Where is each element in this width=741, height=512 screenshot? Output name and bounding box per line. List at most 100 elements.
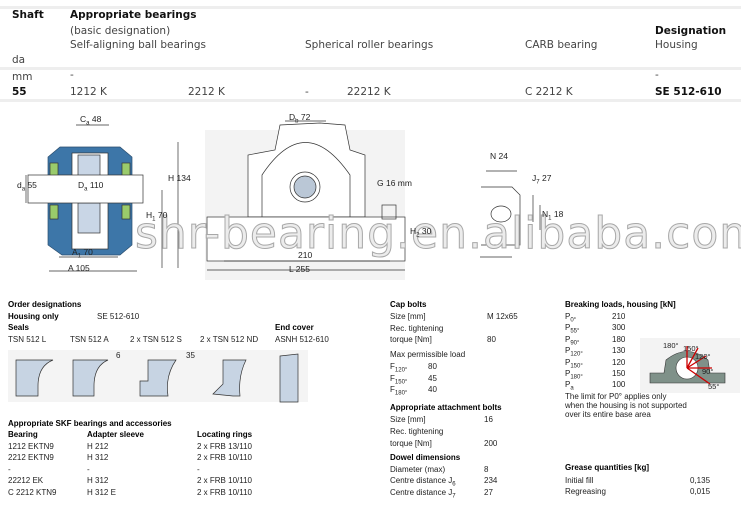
attach-size-label: Size [mm]: [390, 415, 426, 424]
sab2-value: 2212 K: [188, 86, 225, 98]
side-view-drawing: [480, 170, 541, 258]
locating-cell-text: 2 x FRB 10/110: [197, 487, 252, 497]
cap-size-value: M 12x65: [487, 312, 518, 321]
load-value-text: 40: [428, 385, 437, 395]
attach-torque-value: 200: [484, 439, 498, 448]
load-label-subscript: 180°: [394, 390, 408, 397]
adapter-cell: H 212: [87, 442, 108, 452]
breaking-value-text: 210: [612, 312, 626, 321]
end-cover-icon: [279, 353, 299, 403]
col-spherical: Spherical roller bearings: [305, 39, 434, 51]
end-cover-value: ASNH 512-610: [275, 335, 329, 344]
dim-A1-value: 70: [83, 247, 93, 257]
seal-3: 2 x TSN 512 S: [130, 335, 182, 344]
dim-N1: N1 18: [542, 209, 564, 222]
breaking-label-text: P: [565, 357, 571, 367]
dowel-value-text: 8: [484, 465, 489, 474]
dim-Db: Db 72: [289, 112, 311, 125]
dowel-label-text: Centre distance J: [390, 487, 453, 497]
dim-H2-value: 30: [421, 226, 432, 236]
end-cover-label: End cover: [275, 323, 314, 332]
seals-label: Seals: [8, 323, 29, 332]
breaking-label-subscript: a: [570, 385, 574, 392]
load-value: 40: [428, 385, 437, 395]
breaking-value: 300: [612, 323, 625, 333]
bearing-cell: 22212 EK: [8, 476, 43, 486]
load-label: F120°: [390, 362, 407, 376]
seal-dim-6: 6: [116, 351, 121, 360]
accessories-title: Appropriate SKF bearings and accessories: [8, 419, 172, 428]
dowel-label: Diameter (max): [390, 465, 445, 475]
seal-1: TSN 512 L: [8, 335, 47, 344]
dim-da-value: 55: [27, 180, 37, 190]
breaking-value-text: 180: [612, 334, 626, 344]
dim-Db-value: 72: [300, 112, 311, 122]
dash: -: [70, 69, 74, 81]
breaking-load-diagram: [640, 338, 740, 393]
bearing-cell: 1212 EKTN9: [8, 442, 54, 452]
dowel-label-subscript: 7: [452, 493, 456, 500]
dim-L-value: 255: [295, 264, 310, 274]
breaking-label-subscript: 120°: [570, 351, 583, 358]
dowel-label-subscript: 6: [452, 481, 456, 488]
breaking-label-text: P: [565, 369, 571, 378]
dim-G: G 16 mm: [377, 178, 412, 188]
breaking-value-text: 120: [612, 357, 626, 367]
adapter-cell: H 312: [87, 476, 108, 486]
angle-120: 120°: [695, 352, 711, 361]
load-label: F150°: [390, 374, 407, 388]
housing-value: SE 512-610: [655, 86, 722, 98]
order-title: Order designations: [8, 300, 82, 309]
seal-dim-35: 35: [186, 351, 195, 360]
note-line: over its entire base area: [565, 410, 651, 419]
seal-drawings: [8, 350, 308, 403]
breaking-value-text: 100: [612, 380, 626, 390]
col-bearing: Bearing: [8, 430, 38, 439]
dim-H: H 134: [168, 173, 191, 183]
breaking-value: 130: [612, 346, 625, 356]
bearing-cell-text: 2212 EKTN9: [8, 453, 54, 463]
breaking-label: P120°: [565, 346, 583, 360]
dash: -: [655, 69, 659, 81]
initial-fill-value: 0,135: [690, 476, 711, 485]
cap-bolts-title: Cap bolts: [390, 300, 427, 309]
bearing-cell-text: -: [8, 464, 11, 474]
housing-only-label: Housing only: [8, 312, 59, 321]
dim-da: da 55: [17, 180, 37, 193]
dim-A1: A1 70: [72, 247, 93, 260]
unit-mm: mm: [12, 71, 33, 83]
srb-value: 22212 K: [347, 86, 391, 98]
dim-Da: Da 110: [78, 180, 104, 193]
dim-H2: H2 30: [410, 226, 432, 239]
shaft-header: Shaft: [12, 9, 44, 21]
dim-J7: J7 27: [532, 173, 552, 186]
dim-H-value: 134: [176, 173, 191, 183]
dowel-label: Centre distance J7: [390, 488, 456, 502]
angle-180: 180°: [663, 341, 679, 350]
breaking-value: 210: [612, 312, 625, 322]
breaking-label: P180°: [565, 369, 583, 383]
dim-L: L 255: [289, 264, 310, 274]
locating-cell: 2 x FRB 10/110: [197, 488, 252, 498]
dim-N: N 24: [490, 151, 508, 161]
load-label-subscript: 120°: [394, 367, 408, 374]
dim-J: 210: [298, 250, 312, 260]
front-view-drawing: [205, 120, 406, 280]
breaking-label-text: P: [565, 380, 571, 390]
technical-drawing: [25, 120, 541, 280]
locating-cell: 2 x FRB 10/110: [197, 453, 252, 463]
col-locating: Locating rings: [197, 430, 253, 439]
breaking-title: Breaking loads, housing [kN]: [565, 300, 676, 309]
dowel-value-text: 234: [484, 476, 498, 486]
locating-cell: 2 x FRB 10/110: [197, 476, 252, 486]
note-line: when the housing is not supported: [565, 401, 687, 410]
load-label: F180°: [390, 385, 407, 399]
dowel-value: 27: [484, 488, 493, 498]
dim-H1-value: 70: [157, 210, 168, 220]
breaking-value: 120: [612, 358, 625, 368]
dowel-value: 8: [484, 465, 488, 475]
breaking-label-subscript: 180°: [570, 374, 583, 381]
bearing-cell: 2212 EKTN9: [8, 453, 54, 463]
dowel-title: Dowel dimensions: [390, 453, 461, 462]
breaking-value: 180: [612, 335, 625, 345]
